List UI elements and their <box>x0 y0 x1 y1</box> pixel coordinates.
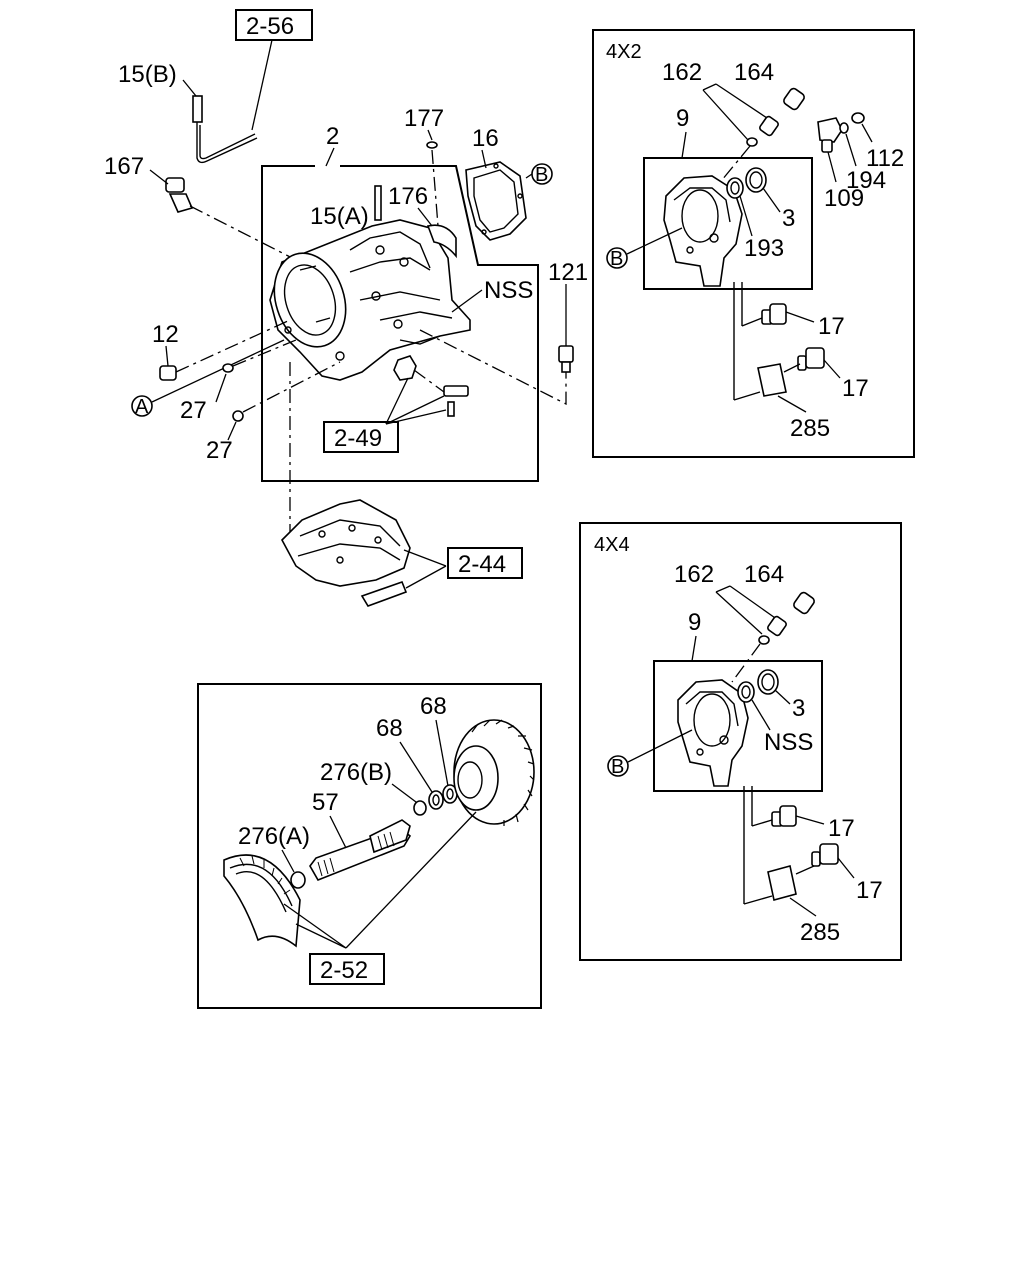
label-57: 57 <box>312 789 339 816</box>
label-4x4-17b: 17 <box>856 877 883 904</box>
seal-177 <box>426 141 438 149</box>
label-4x4-162: 162 <box>674 561 714 588</box>
label-167: 167 <box>104 153 144 180</box>
label-276a: 276(A) <box>238 823 310 850</box>
oring-27a <box>222 363 234 373</box>
label-4x2-17a: 17 <box>818 313 845 340</box>
gasket-16 <box>465 161 527 241</box>
label-4x4-nss: NSS <box>764 729 813 756</box>
label-4x4-17a: 17 <box>828 815 855 842</box>
ref-box-2-44: 2-44 <box>447 547 523 579</box>
oring-27b <box>232 410 244 422</box>
pin-15a <box>374 185 382 221</box>
label-4x2-164: 164 <box>734 59 774 86</box>
label-4x4-9: 9 <box>688 609 701 636</box>
label-16: 16 <box>472 125 499 152</box>
marker-b-4x4-text: B <box>611 756 624 778</box>
label-68a: 68 <box>376 715 403 742</box>
label-4x2-285: 285 <box>790 415 830 442</box>
ref-2-52-text: 2-52 <box>320 957 368 984</box>
panel-output-shaft: 276(A) 57 276(B) 68 68 <box>197 683 542 1009</box>
panel-4x4: 4X4 162 164 9 3 NSS B 17 <box>579 522 902 961</box>
marker-b-main <box>531 163 553 185</box>
label-4x2-9: 9 <box>676 105 689 132</box>
label-177: 177 <box>404 105 444 132</box>
valve-body <box>281 499 411 607</box>
label-27a: 27 <box>180 397 207 424</box>
transmission-case <box>269 219 471 381</box>
fitting-167 <box>165 177 194 213</box>
marker-a-main-text: A <box>135 396 149 418</box>
label-4x4-285: 285 <box>800 919 840 946</box>
marker-b-main-text: B <box>535 164 548 186</box>
label-4x4-164: 164 <box>744 561 784 588</box>
panel-4x4-title: 4X4 <box>594 534 630 556</box>
ref-2-49-text: 2-49 <box>334 425 382 452</box>
panel-4x2: 4X2 162 164 9 112 194 109 <box>592 29 915 458</box>
label-12: 12 <box>152 321 179 348</box>
label-2: 2 <box>326 123 339 150</box>
ref-2-44-text: 2-44 <box>458 551 506 578</box>
label-4x2-17b: 17 <box>842 375 869 402</box>
label-276b: 276(B) <box>320 759 392 786</box>
seal-176 <box>426 224 457 259</box>
fitting-12 <box>159 365 177 381</box>
label-nss-main: NSS <box>484 277 533 304</box>
marker-b-4x2-text: B <box>610 248 623 270</box>
label-4x2-3: 3 <box>782 205 795 232</box>
panel-4x2-title: 4X2 <box>606 41 642 63</box>
label-4x2-193: 193 <box>744 235 784 262</box>
label-4x2-162: 162 <box>662 59 702 86</box>
label-4x2-112: 112 <box>866 145 904 172</box>
plug-121 <box>558 345 574 363</box>
marker-a-main <box>131 395 153 417</box>
label-15a: 15(A) <box>310 203 369 230</box>
label-4x4-3: 3 <box>792 695 805 722</box>
label-4x2-194: 194 <box>846 167 886 194</box>
label-176: 176 <box>388 183 428 210</box>
main-case-frame <box>261 165 539 482</box>
dipstick-tube <box>192 39 273 164</box>
label-68b: 68 <box>420 693 447 720</box>
label-4x2-109: 109 <box>824 185 864 212</box>
ref-2-56-text: 2-56 <box>246 13 294 40</box>
label-27b: 27 <box>206 437 233 464</box>
label-15b: 15(B) <box>118 61 177 88</box>
label-121: 121 <box>548 259 588 286</box>
ref-box-2-49: 2-49 <box>323 421 399 453</box>
ref-box-2-56: 2-56 <box>235 9 313 41</box>
ref-2-49-parts <box>393 355 469 417</box>
